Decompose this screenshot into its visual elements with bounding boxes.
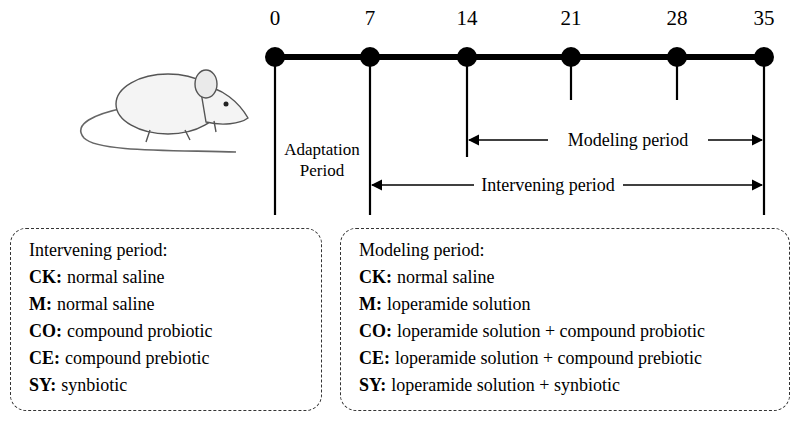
treatment-text: loperamide solution xyxy=(387,294,530,314)
period-label: Intervening period xyxy=(479,175,616,196)
day-number: 7 xyxy=(365,8,376,29)
group-code: CE: xyxy=(29,348,60,368)
text-row: CK:normal saline xyxy=(359,264,789,291)
timeline-dots xyxy=(265,47,774,67)
timeline-bar xyxy=(275,54,764,60)
treatment-text: loperamide solution + compound prebiotic xyxy=(395,348,702,368)
treatment-text: normal saline xyxy=(397,267,494,287)
group-code: CK: xyxy=(29,267,62,287)
period-arrow xyxy=(469,139,548,141)
mouse-feet xyxy=(146,121,216,142)
day-number: 0 xyxy=(270,8,281,29)
timeline-dot xyxy=(265,47,285,67)
box-heading: Intervening period: xyxy=(29,240,167,260)
text-row: M:normal saline xyxy=(29,291,321,318)
tick-line xyxy=(466,57,468,157)
tick-line xyxy=(763,57,765,215)
text-row: SY:loperamide solution + synbiotic xyxy=(359,372,789,399)
text-row: CK:normal saline xyxy=(29,264,321,291)
tick-lines xyxy=(275,57,764,215)
timeline-dot xyxy=(360,47,380,67)
timeline-dot xyxy=(561,47,581,67)
text-row: CO:compound probiotic xyxy=(29,318,321,345)
text-row: CE:compound prebiotic xyxy=(29,345,321,372)
day-number: 14 xyxy=(457,8,478,29)
mouse-illustration xyxy=(81,70,248,152)
treatment-text: normal saline xyxy=(57,294,154,314)
group-code: M: xyxy=(29,294,52,314)
mouse-ear xyxy=(195,70,217,98)
period-arrow xyxy=(708,139,762,141)
group-code: M: xyxy=(359,294,382,314)
tick-line xyxy=(369,57,371,215)
treatment-text: compound probiotic xyxy=(67,321,212,341)
treatment-box: Modeling period:CK:normal salineM:lopera… xyxy=(340,228,790,411)
timeline-dot xyxy=(754,47,774,67)
day-number: 28 xyxy=(667,8,688,29)
group-code: CO: xyxy=(359,321,392,341)
mouse-eye xyxy=(224,102,229,107)
treatment-text: synbiotic xyxy=(61,375,127,395)
text-row: Modeling period: xyxy=(359,237,789,264)
group-code: CK: xyxy=(359,267,392,287)
text-row: M:loperamide solution xyxy=(359,291,789,318)
day-number: 35 xyxy=(754,8,775,29)
group-code: SY: xyxy=(29,375,56,395)
period-label: Modeling period xyxy=(566,130,690,151)
group-code: SY: xyxy=(359,375,386,395)
group-code: CO: xyxy=(29,321,62,341)
period-arrow xyxy=(623,184,762,186)
group-code: CE: xyxy=(359,348,390,368)
text-row: CO:loperamide solution + compound probio… xyxy=(359,318,789,345)
tick-line xyxy=(274,57,276,215)
treatment-text: loperamide solution + compound probiotic xyxy=(397,321,705,341)
text-row: SY:synbiotic xyxy=(29,372,321,399)
treatment-text: loperamide solution + synbiotic xyxy=(391,375,620,395)
text-row: CE:loperamide solution + compound prebio… xyxy=(359,345,789,372)
day-number: 21 xyxy=(561,8,582,29)
text-row: Intervening period: xyxy=(29,237,321,264)
period-label: Adaptation Period xyxy=(278,139,366,181)
treatment-text: normal saline xyxy=(67,267,164,287)
timeline-dot xyxy=(667,47,687,67)
period-arrow xyxy=(372,184,474,186)
treatment-text: compound prebiotic xyxy=(65,348,209,368)
timeline-dot xyxy=(457,47,477,67)
treatment-box: Intervening period:CK:normal salineM:nor… xyxy=(10,228,322,411)
box-heading: Modeling period: xyxy=(359,240,484,260)
